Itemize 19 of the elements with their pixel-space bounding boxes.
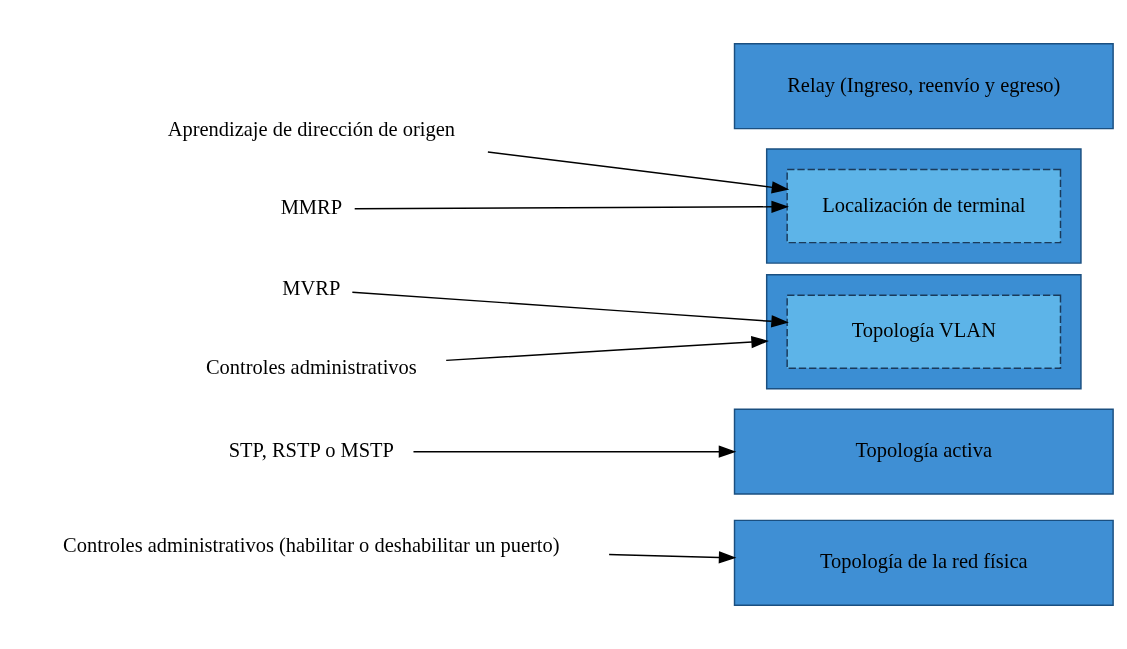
node-box: Localización de terminal [786, 168, 1062, 244]
node-text: Controles administrativos (habilitar o deshabilitar un puerto) [63, 534, 560, 557]
node-box: Topología VLAN [786, 294, 1062, 370]
arrow [487, 151, 790, 194]
node-text: Controles administrativos [205, 355, 417, 378]
cluster [765, 274, 1082, 390]
cluster [765, 148, 1082, 264]
node-box: Topología activa [733, 408, 1114, 495]
node-text: STP, RSTP o MSTP [228, 439, 394, 462]
node-box: Relay (Ingreso, reenvío y egreso) [733, 43, 1114, 130]
arrow [412, 445, 737, 458]
node-text: MMRP [280, 196, 343, 219]
node-text: MVRP [282, 276, 341, 299]
arrow [351, 291, 789, 328]
node-text: Aprendizaje de dirección de origen [167, 117, 456, 140]
node-box: Topología de la red física [733, 519, 1114, 606]
arrow [608, 551, 737, 564]
arrow [445, 335, 769, 362]
arrow [353, 200, 789, 213]
